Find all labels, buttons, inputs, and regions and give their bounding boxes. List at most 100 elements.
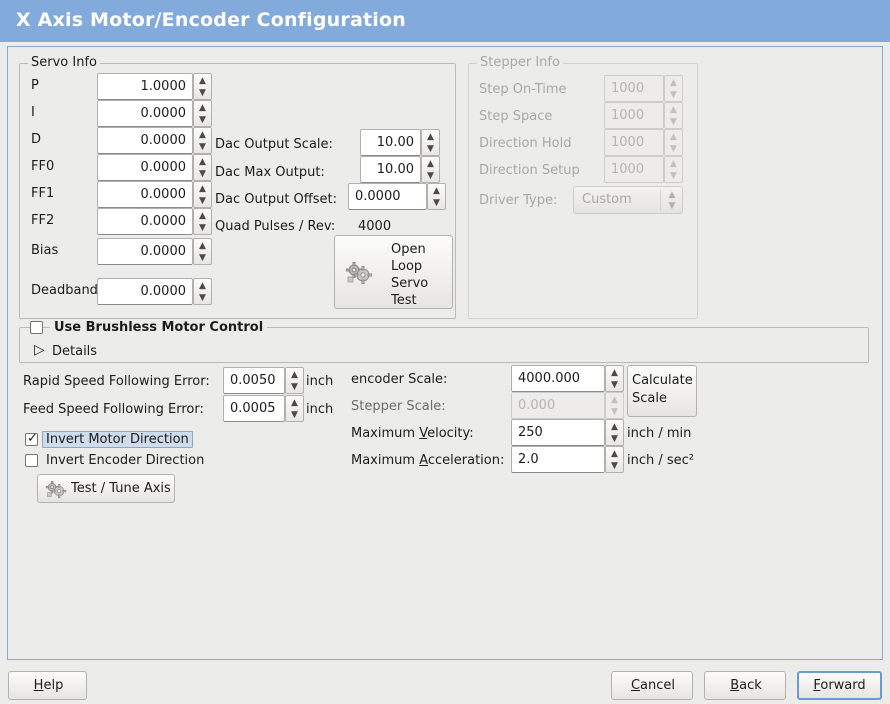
dac-output-offset-input[interactable]: 0.0000 bbox=[348, 183, 427, 210]
servo-ff2-spinner[interactable]: 0.0000 ▲ ▼ bbox=[97, 208, 212, 235]
spinner-up-icon[interactable]: ▲ bbox=[199, 184, 206, 194]
invert-motor-direction-checkbox[interactable]: ✓ bbox=[25, 431, 38, 446]
maximum-acceleration-stepper-buttons[interactable]: ▲ ▼ bbox=[605, 446, 624, 473]
servo-ff2-input[interactable]: 0.0000 bbox=[97, 208, 193, 235]
servo-deadband-input[interactable]: 0.0000 bbox=[97, 278, 193, 305]
servo-ff1-input[interactable]: 0.0000 bbox=[97, 181, 193, 208]
maximum-velocity-stepper-buttons[interactable]: ▲ ▼ bbox=[605, 419, 624, 446]
servo-bias-input[interactable]: 0.0000 bbox=[97, 238, 193, 265]
servo-p-input[interactable]: 1.0000 bbox=[97, 73, 193, 100]
maximum-velocity-spinner[interactable]: 250 ▲ ▼ bbox=[511, 419, 624, 446]
spinner-down-icon[interactable]: ▼ bbox=[427, 171, 434, 181]
spinner-down-icon[interactable]: ▼ bbox=[433, 198, 440, 208]
details-expander-icon[interactable]: ▷ bbox=[34, 342, 45, 358]
servo-ff1-stepper-buttons[interactable]: ▲ ▼ bbox=[193, 181, 212, 208]
use-brushless-checkbox[interactable] bbox=[30, 321, 43, 334]
dac-output-scale-stepper-buttons[interactable]: ▲ ▼ bbox=[421, 129, 440, 156]
dac-max-output-input[interactable]: 10.00 bbox=[360, 156, 421, 183]
spinner-down-icon: ▼ bbox=[670, 171, 677, 181]
spinner-down-icon: ▼ bbox=[670, 117, 677, 127]
direction-hold-label: Direction Hold bbox=[479, 136, 572, 151]
spinner-up-icon[interactable]: ▲ bbox=[199, 211, 206, 221]
spinner-down-icon[interactable]: ▼ bbox=[291, 382, 298, 392]
dac-max-output-stepper-buttons[interactable]: ▲ ▼ bbox=[421, 156, 440, 183]
spinner-up-icon[interactable]: ▲ bbox=[291, 398, 298, 408]
spinner-up-icon[interactable]: ▲ bbox=[427, 159, 434, 169]
spinner-down-icon[interactable]: ▼ bbox=[199, 223, 206, 233]
cancel-button[interactable]: Cancel bbox=[611, 671, 693, 700]
spinner-down-icon[interactable]: ▼ bbox=[199, 88, 206, 98]
spinner-down-icon[interactable]: ▼ bbox=[611, 380, 618, 390]
invert-encoder-direction-label[interactable]: Invert Encoder Direction bbox=[46, 453, 205, 468]
feed-following-error-spinner[interactable]: 0.0005 ▲ ▼ bbox=[223, 395, 304, 422]
spinner-up-icon[interactable]: ▲ bbox=[611, 422, 618, 432]
dac-output-offset-stepper-buttons[interactable]: ▲ ▼ bbox=[427, 183, 446, 210]
encoder-scale-input[interactable]: 4000.000 bbox=[511, 365, 605, 392]
spinner-up-icon[interactable]: ▲ bbox=[427, 132, 434, 142]
servo-bias-stepper-buttons[interactable]: ▲ ▼ bbox=[193, 238, 212, 265]
spinner-up-icon[interactable]: ▲ bbox=[199, 130, 206, 140]
dac-output-scale-spinner[interactable]: 10.00 ▲ ▼ bbox=[360, 129, 440, 156]
servo-deadband-stepper-buttons[interactable]: ▲ ▼ bbox=[193, 278, 212, 305]
servo-ff0-spinner[interactable]: 0.0000 ▲ ▼ bbox=[97, 154, 212, 181]
servo-ff0-input[interactable]: 0.0000 bbox=[97, 154, 193, 181]
spinner-up-icon[interactable]: ▲ bbox=[199, 241, 206, 251]
servo-d-spinner[interactable]: 0.0000 ▲ ▼ bbox=[97, 127, 212, 154]
spinner-down-icon[interactable]: ▼ bbox=[611, 434, 618, 444]
back-button[interactable]: Back bbox=[704, 671, 786, 700]
spinner-down-icon[interactable]: ▼ bbox=[291, 410, 298, 420]
spinner-up-icon[interactable]: ▲ bbox=[199, 281, 206, 291]
help-button[interactable]: Help bbox=[8, 671, 87, 700]
spinner-up-icon[interactable]: ▲ bbox=[199, 76, 206, 86]
spinner-up-icon[interactable]: ▲ bbox=[291, 370, 298, 380]
servo-deadband-spinner[interactable]: 0.0000 ▲ ▼ bbox=[97, 278, 212, 305]
servo-i-stepper-buttons[interactable]: ▲ ▼ bbox=[193, 100, 212, 127]
open-loop-servo-test-button[interactable]: Open Loop Servo Test bbox=[334, 235, 453, 309]
spinner-up-icon[interactable]: ▲ bbox=[433, 186, 440, 196]
spinner-up-icon[interactable]: ▲ bbox=[199, 103, 206, 113]
invert-motor-direction-label[interactable]: Invert Motor Direction bbox=[42, 431, 193, 448]
rapid-following-error-spinner[interactable]: 0.0050 ▲ ▼ bbox=[223, 367, 304, 394]
step-on-time-input: 1000 bbox=[604, 75, 664, 102]
spinner-up-icon[interactable]: ▲ bbox=[199, 157, 206, 167]
spinner-down-icon[interactable]: ▼ bbox=[199, 293, 206, 303]
servo-d-stepper-buttons[interactable]: ▲ ▼ bbox=[193, 127, 212, 154]
maximum-velocity-input[interactable]: 250 bbox=[511, 419, 605, 446]
servo-ff2-stepper-buttons[interactable]: ▲ ▼ bbox=[193, 208, 212, 235]
forward-button[interactable]: Forward bbox=[797, 671, 882, 700]
dac-output-offset-spinner[interactable]: 0.0000 ▲ ▼ bbox=[348, 183, 446, 210]
servo-d-input[interactable]: 0.0000 bbox=[97, 127, 193, 154]
spinner-down-icon[interactable]: ▼ bbox=[427, 144, 434, 154]
feed-following-error-stepper-buttons[interactable]: ▲ ▼ bbox=[285, 395, 304, 422]
servo-p-stepper-buttons[interactable]: ▲ ▼ bbox=[193, 73, 212, 100]
dac-output-scale-input[interactable]: 10.00 bbox=[360, 129, 421, 156]
servo-bias-spinner[interactable]: 0.0000 ▲ ▼ bbox=[97, 238, 212, 265]
servo-p-spinner[interactable]: 1.0000 ▲ ▼ bbox=[97, 73, 212, 100]
details-label[interactable]: Details bbox=[52, 344, 98, 359]
servo-ff0-stepper-buttons[interactable]: ▲ ▼ bbox=[193, 154, 212, 181]
servo-i-input[interactable]: 0.0000 bbox=[97, 100, 193, 127]
maximum-acceleration-spinner[interactable]: 2.0 ▲ ▼ bbox=[511, 446, 624, 473]
spinner-up-icon[interactable]: ▲ bbox=[611, 449, 618, 459]
calculate-scale-button[interactable]: Calculate Scale bbox=[627, 365, 697, 417]
servo-ff1-spinner[interactable]: 0.0000 ▲ ▼ bbox=[97, 181, 212, 208]
rapid-following-error-stepper-buttons[interactable]: ▲ ▼ bbox=[285, 367, 304, 394]
spinner-down-icon[interactable]: ▼ bbox=[199, 169, 206, 179]
use-brushless-label[interactable]: Use Brushless Motor Control bbox=[50, 320, 268, 335]
rapid-following-error-input[interactable]: 0.0050 bbox=[223, 367, 285, 394]
stepper-scale-label: Stepper Scale: bbox=[351, 399, 446, 414]
spinner-down-icon[interactable]: ▼ bbox=[199, 253, 206, 263]
maximum-acceleration-input[interactable]: 2.0 bbox=[511, 446, 605, 473]
test-tune-axis-button[interactable]: Test / Tune Axis bbox=[37, 474, 175, 503]
spinner-down-icon[interactable]: ▼ bbox=[199, 115, 206, 125]
servo-i-spinner[interactable]: 0.0000 ▲ ▼ bbox=[97, 100, 212, 127]
encoder-scale-stepper-buttons[interactable]: ▲ ▼ bbox=[605, 365, 624, 392]
spinner-down-icon[interactable]: ▼ bbox=[199, 196, 206, 206]
invert-encoder-direction-checkbox[interactable] bbox=[25, 454, 38, 467]
spinner-up-icon[interactable]: ▲ bbox=[611, 368, 618, 378]
spinner-down-icon[interactable]: ▼ bbox=[199, 142, 206, 152]
dac-max-output-spinner[interactable]: 10.00 ▲ ▼ bbox=[360, 156, 440, 183]
spinner-down-icon[interactable]: ▼ bbox=[611, 461, 618, 471]
encoder-scale-spinner[interactable]: 4000.000 ▲ ▼ bbox=[511, 365, 624, 392]
feed-following-error-input[interactable]: 0.0005 bbox=[223, 395, 285, 422]
